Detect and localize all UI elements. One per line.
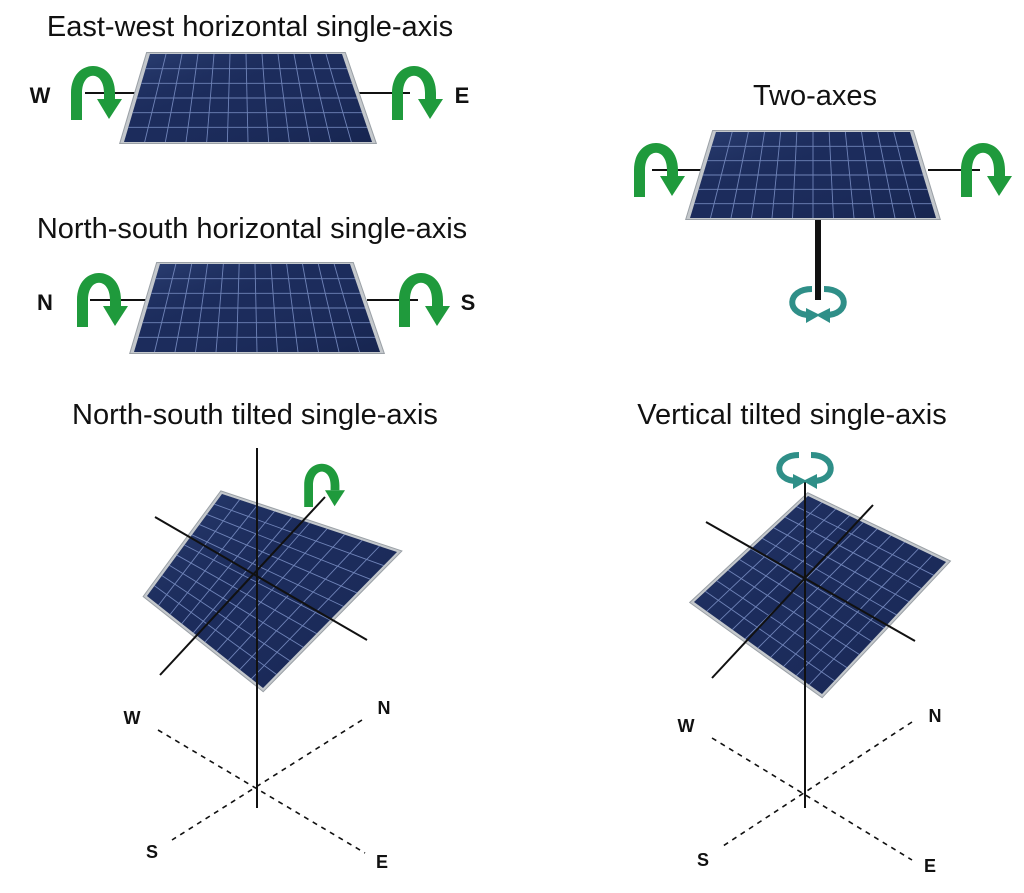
compass-label-south: S	[697, 850, 709, 870]
curved-arrow-icon	[71, 66, 122, 120]
curved-arrow-icon	[77, 273, 128, 327]
panel-grid-line	[191, 534, 344, 607]
panel-title-vertical-tilted: Vertical tilted single-axis	[637, 399, 946, 431]
compass-line-wn	[157, 729, 366, 854]
panel-grid-line	[169, 565, 304, 648]
circular-rotation-arrow-icon	[776, 452, 834, 489]
compass-line-se	[719, 721, 913, 849]
curved-arrow-icon	[392, 66, 443, 120]
curved-arrow-icon	[304, 463, 345, 507]
panel-title-north-south: North-south horizontal single-axis	[37, 213, 467, 245]
panel-north-south-horizontal: North-south horizontal single-axis N S	[37, 213, 476, 355]
solar-panel	[685, 129, 941, 221]
arrow-head	[325, 490, 345, 507]
panel-grid-line	[750, 548, 885, 629]
panel-grid-line	[199, 524, 357, 594]
curved-arrow-icon	[634, 143, 685, 197]
panel-grid-line	[796, 506, 934, 576]
arrow-head	[418, 99, 443, 119]
panel-grid-line	[206, 513, 371, 580]
arrow-head	[816, 308, 830, 323]
panel-grid-line	[727, 569, 860, 655]
panel-title-two-axes: Two-axes	[753, 80, 877, 112]
direction-label-south: S	[461, 290, 476, 315]
rotation-axis-line	[154, 516, 368, 641]
arrow-body	[304, 463, 340, 507]
direction-label-west: W	[30, 83, 51, 108]
arrow-head	[793, 474, 807, 489]
compass-rose: W N S E	[124, 698, 391, 872]
panel-title-north-south-tilted: North-south tilted single-axis	[72, 399, 438, 431]
arrow-head	[425, 306, 450, 326]
panel-grid-line	[762, 538, 897, 616]
compass-label-north: N	[929, 706, 942, 726]
panel-grid-line	[784, 516, 922, 589]
arrow-head	[806, 308, 820, 323]
panel-sheen	[694, 496, 946, 694]
arrow-head	[803, 474, 817, 489]
panel-east-west-horizontal: East-west horizontal single-axis W E	[30, 11, 470, 145]
cross-axis-line	[711, 504, 874, 679]
cross-axis-line	[159, 496, 326, 676]
curved-arrow-icon	[399, 273, 450, 327]
panel-vertical-tilted: Vertical tilted single-axis W N S E	[637, 399, 952, 876]
compass-label-east: E	[376, 852, 388, 872]
direction-label-east: E	[455, 83, 470, 108]
panel-grid-line	[773, 527, 910, 602]
panel-grid-line	[716, 580, 848, 668]
compass-rose: W N S E	[678, 706, 942, 876]
compass-label-west: W	[124, 708, 141, 728]
panel-grid-line	[161, 575, 291, 662]
arrow-body	[789, 286, 813, 318]
arrow-body	[392, 66, 436, 120]
curved-arrow-icon	[961, 143, 1012, 197]
arrow-body	[961, 143, 1005, 197]
panel-two-axes: Two-axes	[634, 80, 1012, 323]
compass-label-east: E	[924, 856, 936, 876]
arrow-body	[71, 66, 115, 120]
arrow-head	[97, 99, 122, 119]
panel-title-east-west: East-west horizontal single-axis	[47, 11, 453, 43]
arrow-head	[103, 306, 128, 326]
arrow-body	[810, 452, 834, 484]
solar-panel	[688, 492, 952, 699]
arrow-body	[399, 273, 443, 327]
arrow-body	[634, 143, 678, 197]
compass-label-north: N	[378, 698, 391, 718]
arrow-body	[77, 273, 121, 327]
arrow-body	[776, 452, 800, 484]
circular-rotation-arrow-icon	[789, 286, 847, 323]
compass-label-south: S	[146, 842, 158, 862]
panel-grid-line	[214, 503, 384, 567]
compass-label-west: W	[678, 716, 695, 736]
rotation-axis-line	[705, 521, 916, 642]
panel-north-south-tilted: North-south tilted single-axis W N S E	[72, 399, 438, 872]
compass-line-se	[171, 719, 363, 841]
panel-grid-line	[176, 554, 317, 634]
arrow-head	[987, 176, 1012, 196]
arrow-body	[823, 286, 847, 318]
solar-panel	[119, 51, 378, 145]
compass-line-wn	[711, 737, 913, 861]
solar-panel	[129, 261, 386, 355]
arrow-head	[660, 176, 685, 196]
panel-grid-line	[705, 591, 835, 682]
solar-panel	[142, 490, 403, 693]
panel-sheen	[147, 494, 397, 688]
direction-label-north: N	[37, 290, 53, 315]
